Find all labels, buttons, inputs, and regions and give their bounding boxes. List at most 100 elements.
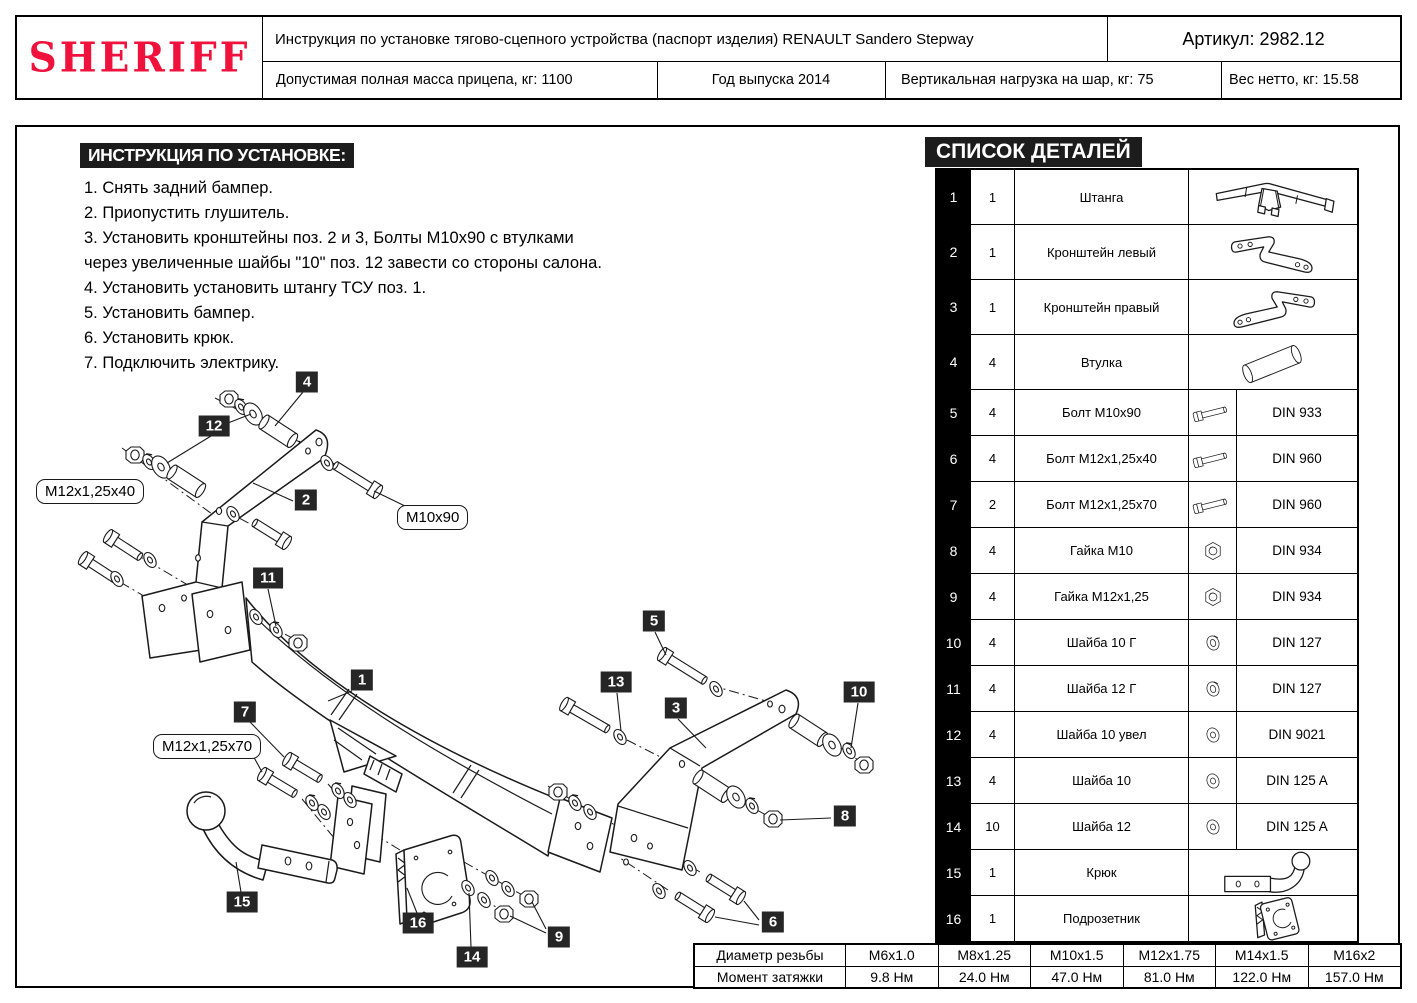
part-name: Болт М12х1,25х70 [1014,482,1188,527]
part-qty: 4 [970,758,1014,803]
thread-size: M6x1.0 [845,945,938,966]
part-image: DIN 934 [1188,574,1357,619]
part-name: Штанга [1014,170,1188,224]
part-number: 16 [937,896,970,941]
diagram-label-14: 14 [456,946,488,968]
instructions-title: ИНСТРУКЦИЯ ПО УСТАНОВКЕ: [80,143,354,168]
trailer-mass: Допустимая полная масса прицепа, кг: 110… [276,71,573,88]
part-number: 10 [937,620,970,665]
parts-table-row: 4 4 Втулка [937,334,1357,389]
diagram-label-1: 1 [350,669,374,691]
diagram-label-10: 10 [843,681,875,703]
part-number: 11 [937,666,970,711]
part-qty: 4 [970,335,1014,389]
part-image: DIN 934 [1188,528,1357,573]
instruction-step: 4. Установить установить штангу ТСУ поз.… [84,279,427,297]
part-din-standard: DIN 934 [1272,543,1322,558]
diagram-label-2: 2 [294,489,318,511]
spring-icon [1189,666,1237,711]
washer-icon [1189,712,1237,757]
part-number: 1 [937,170,970,224]
callout-m12x1-25x40: М12х1,25х40 [36,479,145,504]
part-din-standard: DIN 9021 [1268,727,1326,742]
bracket-left-icon [1198,230,1348,274]
thread-size: M12x1.75 [1122,945,1216,966]
part-number: 15 [937,850,970,895]
divider [262,17,263,98]
part-qty: 1 [970,850,1014,895]
part-qty: 1 [970,225,1014,279]
part-number: 4 [937,335,970,389]
part-din-standard: DIN 960 [1272,451,1322,466]
document-title: Инструкция по установке тягово-сцепного … [275,30,974,48]
part-number: 7 [937,482,970,527]
torque-value: 47.0 Нм [1030,965,1123,987]
part-name: Гайка М10 [1014,528,1188,573]
net-weight: Вес нетто, кг: 15.58 [1229,71,1359,88]
socket-icon [1198,897,1348,941]
torque-table: Диаметр резьбы M6x1.0 M8x1.25 M10x1.5 M1… [693,943,1402,989]
vertical-load: Вертикальная нагрузка на шар, кг: 75 [901,71,1154,88]
part-number: 3 [937,280,970,334]
part-image [1188,850,1357,895]
instructions-list: 1. Снять задний бампер. 2. Приопустить г… [84,176,714,376]
part-qty: 4 [970,528,1014,573]
sleeve-icon [1198,340,1348,384]
thread-size: M16x2 [1307,945,1401,966]
part-image: DIN 127 [1188,666,1357,711]
part-name: Шайба 12 Г [1014,666,1188,711]
part-qty: 4 [970,666,1014,711]
part-image: DIN 960 [1188,482,1357,527]
torque-value: 157.0 Нм [1307,965,1400,987]
thread-size: M10x1.5 [1030,945,1123,966]
part-image: DIN 127 [1188,620,1357,665]
article-number: Артикул: 2982.12 [1182,28,1325,49]
parts-table-row: 10 4 Шайба 10 Г DIN 127 [937,619,1357,665]
part-name: Гайка М12х1,25 [1014,574,1188,619]
brand-logo-text: SHERIFF [28,33,251,82]
bolt-icon [1189,390,1237,435]
part-number: 13 [937,758,970,803]
callout-m10x90: М10х90 [397,505,469,530]
part-qty: 4 [970,390,1014,435]
torque-value: 24.0 Нм [937,965,1030,987]
parts-table-row: 11 4 Шайба 12 Г DIN 127 [937,665,1357,711]
parts-table-row: 15 1 Крюк [937,849,1357,895]
diagram-label-16: 16 [402,912,434,934]
divider [262,61,1400,62]
part-din-standard: DIN 933 [1272,405,1322,420]
parts-table-row: 3 1 Кронштейн правый [937,279,1357,334]
parts-table-row: 12 4 Шайба 10 увел DIN 9021 [937,711,1357,757]
part-qty: 1 [970,170,1014,224]
part-name: Шайба 10 Г [1014,620,1188,665]
issue-year: Год выпуска 2014 [711,71,831,88]
instruction-step: 3. Установить кронштейны поз. 2 и 3, Бол… [84,229,602,272]
part-qty: 2 [970,482,1014,527]
part-number: 5 [937,390,970,435]
thread-size: M8x1.25 [937,945,1031,966]
diagram-label-15: 15 [226,891,258,913]
part-name: Втулка [1014,335,1188,389]
diagram-label-11: 11 [253,567,283,589]
beam-icon [1198,175,1348,219]
instruction-step: 6. Установить крюк. [84,329,235,347]
parts-table-row: 9 4 Гайка М12х1,25 DIN 934 [937,573,1357,619]
part-qty: 4 [970,712,1014,757]
part-din-standard: DIN 125 A [1266,819,1328,834]
part-qty: 1 [970,896,1014,941]
torque-value: 9.8 Нм [845,965,938,987]
instruction-step: 1. Снять задний бампер. [84,179,274,197]
divider [885,61,886,98]
torque-value: 122.0 Нм [1215,965,1308,987]
hook-icon [1198,851,1348,895]
divider [657,61,658,98]
torque-value: 81.0 Нм [1122,965,1215,987]
parts-table-row: 6 4 Болт М12х1,25х40 DIN 960 [937,435,1357,481]
part-image: DIN 960 [1188,436,1357,481]
instruction-step: 2. Приопустить глушитель. [84,204,290,222]
part-qty: 4 [970,436,1014,481]
diagram-label-7: 7 [233,701,257,723]
parts-table-row: 5 4 Болт М10х90 DIN 933 [937,389,1357,435]
parts-table-row: 13 4 Шайба 10 DIN 125 A [937,757,1357,803]
bracket-right-icon [1198,285,1348,329]
